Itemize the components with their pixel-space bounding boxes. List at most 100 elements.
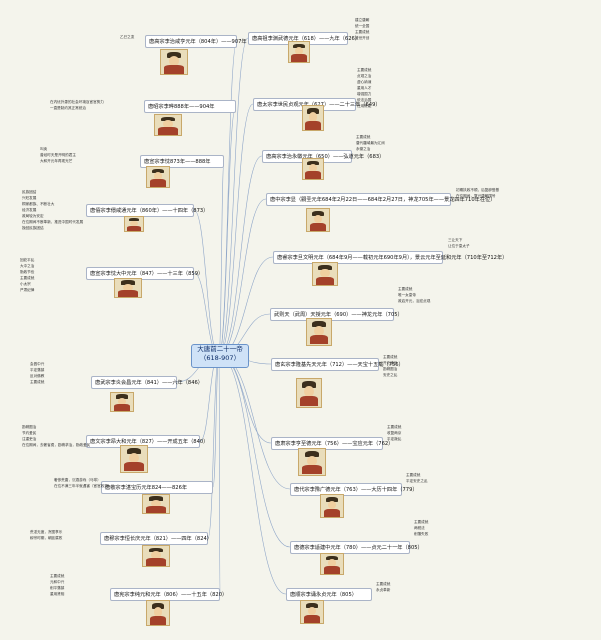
connector-line xyxy=(218,354,221,595)
leaf-text: 安史之乱 xyxy=(383,373,398,377)
leaf-text: 在位期间不断革新、推进中国时代发展 xyxy=(22,220,84,224)
emperor-portrait xyxy=(302,158,324,180)
emperor-portrait xyxy=(114,278,142,298)
leaf-text: 主要成就 xyxy=(406,473,421,477)
connector-line xyxy=(218,354,272,444)
connector-line xyxy=(218,354,287,595)
connector-line xyxy=(218,105,237,356)
connector-line xyxy=(207,354,220,539)
connector-line xyxy=(218,155,263,356)
leaf-text: 乙巳之变 xyxy=(120,35,135,39)
leaf-text: 励精图治 xyxy=(383,367,398,371)
emperor-portrait xyxy=(302,105,324,131)
leaf-text: 荒淫无度，贪图享乐 xyxy=(30,530,63,534)
leaf-text: 一直是制约其正常统治 xyxy=(50,106,86,110)
emperor-node-right-6[interactable]: 唐玄宗李隆基先天元年（712）——天宝十五载（756） xyxy=(271,358,404,371)
leaf-text: 三让天下 xyxy=(448,238,463,242)
leaf-text: 元和中兴 xyxy=(50,580,65,584)
leaf-text: 主要成就 xyxy=(355,30,370,34)
central-topic[interactable]: 大唐前二十一帝 （618-907） xyxy=(191,344,249,368)
leaf-text: 注重吏治 xyxy=(22,437,37,441)
central-title: 大唐前二十一帝 xyxy=(197,345,243,353)
emperor-node-left-2[interactable]: 唐宣宗李忱873年——888年 xyxy=(140,155,224,168)
leaf-text: 节约爱民 xyxy=(22,431,37,435)
central-subtitle: （618-907） xyxy=(199,354,241,362)
leaf-text: 会昌中兴 xyxy=(30,362,45,366)
leaf-text: 穆宗时期，朝廷腐败 xyxy=(30,536,63,540)
emperor-portrait xyxy=(146,600,170,626)
leaf-text: 重用贤相 xyxy=(50,592,65,596)
emperor-portrait xyxy=(160,49,188,75)
leaf-text: 挽回民族团结 xyxy=(22,226,44,230)
connector-line xyxy=(218,160,225,356)
leaf-text: 主要成就 xyxy=(357,68,372,72)
leaf-text: 主要成就 xyxy=(398,287,413,291)
connector-line xyxy=(218,103,254,356)
emperor-portrait xyxy=(120,445,148,473)
emperor-portrait xyxy=(312,262,338,286)
leaf-text: 增强国力 xyxy=(357,92,372,96)
emperor-node-left-7[interactable]: 唐敬宗李湛宝历元年824——826年 xyxy=(101,481,213,494)
emperor-node-right-3[interactable]: 唐中宗李显（嗣圣元年684年2月22日——684年2月27日，神龙705年——景… xyxy=(266,193,495,206)
leaf-text: 主要成就 xyxy=(50,574,65,578)
emperor-portrait xyxy=(300,600,324,624)
emperor-portrait xyxy=(306,208,330,232)
connector-line xyxy=(218,354,291,490)
leaf-text: 兴旺发展 xyxy=(22,196,37,200)
connector-line xyxy=(218,256,274,356)
connector-line xyxy=(193,272,220,356)
leaf-text: 叫卖 xyxy=(40,147,48,151)
emperor-node-left-0[interactable]: 唐高宗李治咸亨元年（804年）——907年 xyxy=(145,35,247,48)
connector-line xyxy=(218,40,238,356)
leaf-text: 大和开元年再现光芒 xyxy=(40,159,73,163)
connector-line xyxy=(218,198,267,356)
leaf-text: 永徽之治 xyxy=(356,147,371,151)
connector-line xyxy=(218,354,291,548)
emperor-node-right-10[interactable]: 唐顺宗李诵永贞元年（805） xyxy=(286,588,372,601)
leaf-text: 贞观之治 xyxy=(357,74,372,78)
leaf-text: 主要成就 xyxy=(30,380,45,384)
emperor-portrait xyxy=(154,114,182,136)
emperor-node-right-9[interactable]: 唐德宗李适建中元年（780）——贞元二十一年（805） xyxy=(290,541,423,554)
leaf-text: 削藩失败 xyxy=(414,532,429,536)
emperor-node-left-1[interactable]: 唐昭宗李晔888年——904年 xyxy=(144,100,236,113)
leaf-text: 在内忧外患的社会环境及宦官势力 xyxy=(50,100,104,104)
leaf-text: 回纥平乱 xyxy=(20,258,35,262)
emperor-node-left-5[interactable]: 唐武宗李炎会昌元年（841）——六年（846） xyxy=(91,376,203,389)
emperor-portrait xyxy=(142,494,170,514)
leaf-text: 民族团结 xyxy=(22,190,37,194)
leaf-text: 励精图治 xyxy=(22,425,37,429)
leaf-text: 平定安史之乱 xyxy=(406,479,428,483)
leaf-text: 严肃纪律 xyxy=(20,288,35,292)
leaf-text: 主要成就 xyxy=(376,582,391,586)
emperor-node-right-4[interactable]: 唐睿宗李旦文明元年（684年9月——载初元年690年9月），景云元年至延和元年（… xyxy=(273,251,507,264)
emperor-node-left-8[interactable]: 唐穆宗李恒长庆元年（821）——四年（824） xyxy=(100,532,212,545)
leaf-text: 永贞革新 xyxy=(376,588,391,592)
leaf-text: 开元盛世 xyxy=(383,361,398,365)
leaf-text: 盛世开创 xyxy=(355,36,370,40)
emperor-portrait xyxy=(306,318,332,346)
leaf-text: 桐家都族、不断壮大 xyxy=(22,202,55,206)
leaf-text: 主要成就 xyxy=(20,276,35,280)
emperor-node-right-8[interactable]: 唐代宗李豫广德元年（763）——大历十四年（779） xyxy=(290,483,418,496)
leaf-text: 唯一女皇帝 xyxy=(398,293,416,297)
leaf-text: 平定叛乱 xyxy=(387,437,402,441)
leaf-text: 在位期间，去奢省费，励精求治，勤政爱民 xyxy=(22,443,91,447)
emperor-node-right-7[interactable]: 唐肃宗李亨至德元年（756）——宝应元年（762） xyxy=(271,437,393,450)
emperor-portrait xyxy=(124,216,144,232)
leaf-text: 初期执政不顺，后复辟登基 xyxy=(456,188,500,192)
emperor-portrait xyxy=(288,41,310,63)
leaf-text: 主要成就 xyxy=(414,520,429,524)
leaf-text: 主要成就 xyxy=(356,135,371,139)
leaf-text: 虚心纳谏 xyxy=(357,80,372,84)
leaf-text: 在位不满三年半就遇害（宦官政变） xyxy=(54,484,112,488)
leaf-text: 两税法 xyxy=(414,526,425,530)
leaf-text: 削平藩镇 xyxy=(50,586,65,590)
leaf-text: 主要成就 xyxy=(387,425,402,429)
emperor-portrait xyxy=(298,448,326,476)
leaf-text: 重用人才 xyxy=(357,86,372,90)
emperor-node-right-5[interactable]: 武则天（武周）天授元年（690）——神龙元年（705） xyxy=(270,308,403,321)
leaf-text: 经济发展 xyxy=(22,208,37,212)
connector-line xyxy=(218,37,249,356)
